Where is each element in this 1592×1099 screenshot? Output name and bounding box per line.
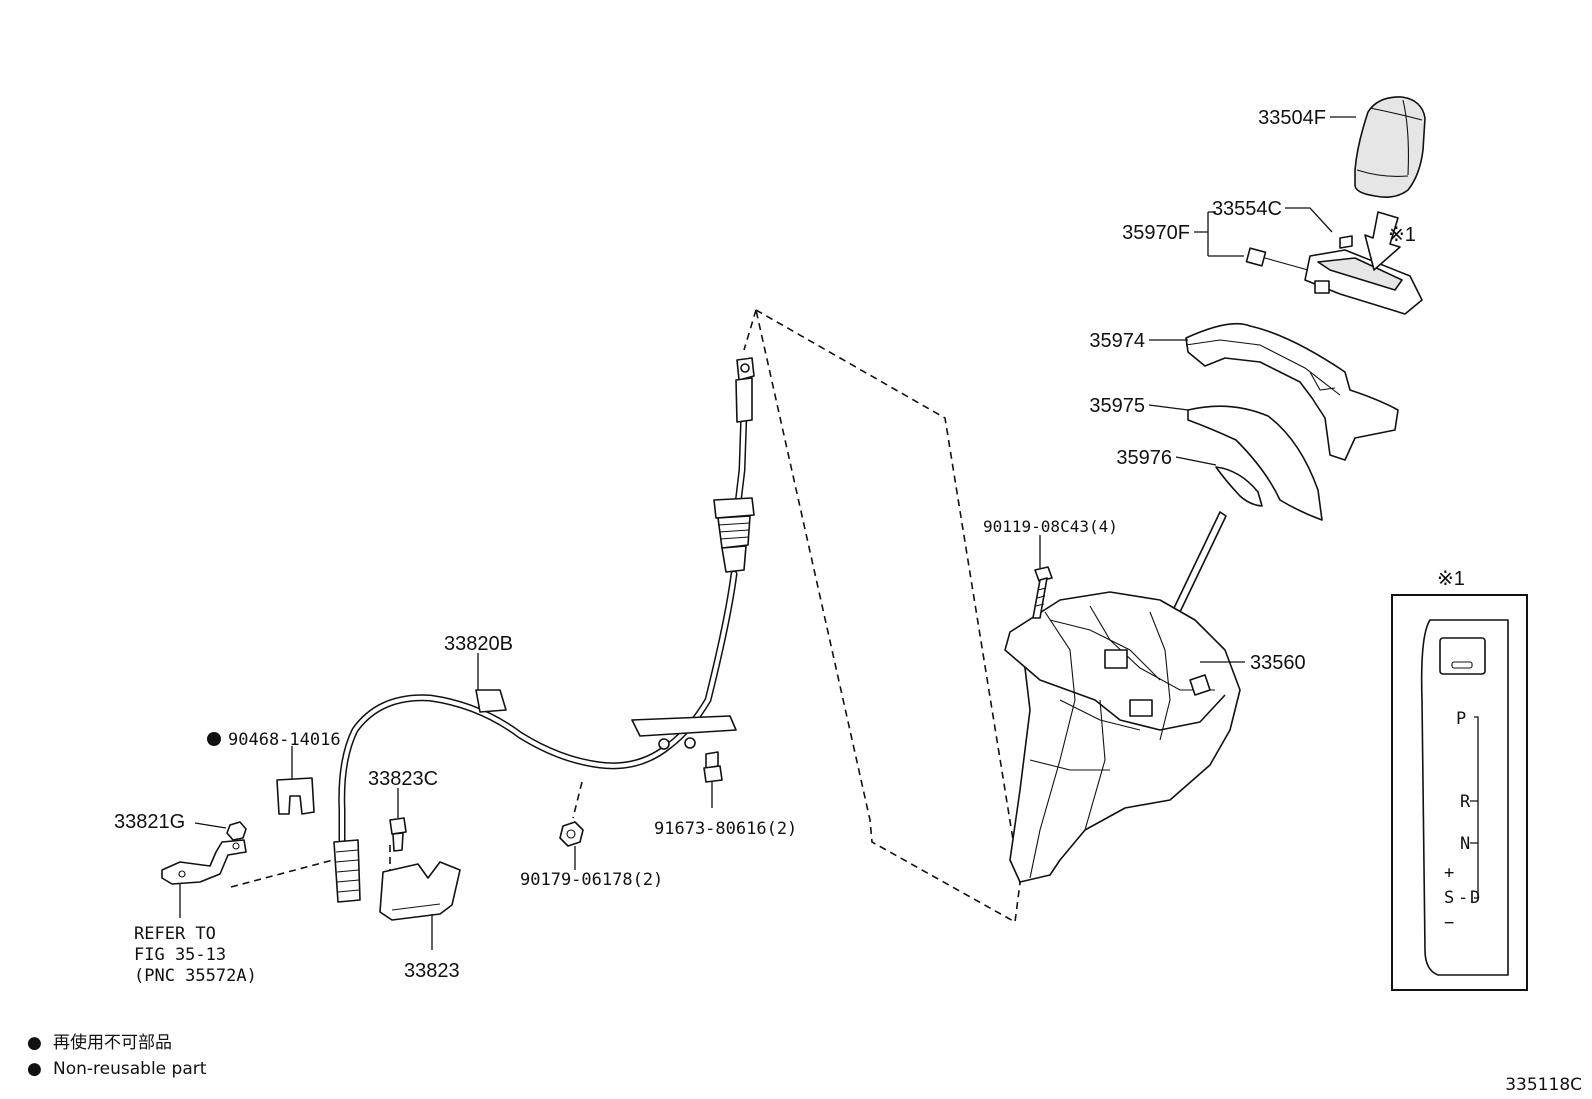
leader-35976 <box>1175 456 1217 466</box>
label-91673: 91673-80616(2) <box>654 819 797 839</box>
refer-line-3: (PNC 35572A) <box>134 966 257 986</box>
shift-pos-d: D <box>1470 888 1480 908</box>
cable-to-lever-dashed-line <box>743 308 1021 924</box>
selector-cable-33820b <box>333 357 755 903</box>
shift-lever-assy-33560 <box>1004 511 1241 883</box>
clip-90468 <box>276 777 315 815</box>
label-33821g: 33821G <box>114 811 185 833</box>
label-33823: 33823 <box>404 960 460 982</box>
refer-line-1: REFER TO <box>134 924 216 944</box>
legend-japanese: 再使用不可部品 <box>53 1032 172 1053</box>
non-reusable-bullet-icon <box>207 732 221 746</box>
leader-33554c <box>1285 207 1333 233</box>
label-35970f: 35970F <box>1122 222 1190 244</box>
refer-line-2: FIG 35-13 <box>134 945 226 965</box>
lock-button <box>1439 637 1486 675</box>
shift-pos-dash: - <box>1458 888 1468 908</box>
label-33823c: 33823C <box>368 768 438 790</box>
shift-pos-n: N <box>1460 834 1470 854</box>
label-33504f: 33504F <box>1258 107 1326 129</box>
bolt-33823c <box>389 817 407 852</box>
label-90119: 90119-08C43(4) <box>983 517 1118 536</box>
arrow-note-indicator <box>1364 211 1401 271</box>
bracket-dashed-line <box>230 859 334 888</box>
cover-35975 <box>1187 405 1323 521</box>
detail-view-mark: ※1 <box>1437 568 1465 590</box>
label-33820b: 33820B <box>444 633 513 655</box>
shift-pos-s: S <box>1444 888 1454 908</box>
legend-english: Non-reusable part <box>53 1059 207 1079</box>
bracket <box>161 839 247 885</box>
shift-pos-r: R <box>1460 792 1471 812</box>
cover-35976 <box>1215 466 1263 507</box>
leader-33821g <box>194 822 227 829</box>
legend-bullet-1: ● <box>27 1033 42 1053</box>
nut-90179 <box>559 821 584 847</box>
leader-35975 <box>1148 404 1189 411</box>
label-90468: 90468-14016 <box>228 730 341 750</box>
figure-id: 335118C <box>1505 1075 1582 1095</box>
bolt-90119 <box>1032 566 1053 619</box>
nut-33821g <box>226 821 247 841</box>
legend-bullet-2: ● <box>27 1059 42 1079</box>
label-33560: 33560 <box>1250 652 1306 674</box>
note-mark: ※1 <box>1388 224 1416 246</box>
label-35974: 35974 <box>1089 330 1145 352</box>
retainer-33823 <box>379 861 461 921</box>
bolt-91673 <box>703 751 723 783</box>
label-90179: 90179-06178(2) <box>520 870 663 890</box>
cover-35974 <box>1185 322 1399 461</box>
detail-view-shift-pattern: ※1 P R N + S - D − <box>1391 568 1528 991</box>
label-33554c: 33554C <box>1212 198 1282 220</box>
shift-pos-minus: − <box>1444 913 1454 933</box>
nut-dashed-line <box>572 781 583 819</box>
label-35976: 35976 <box>1116 447 1172 469</box>
shift-pos-plus: + <box>1444 863 1454 883</box>
leader-35970f-bracket <box>1194 211 1244 257</box>
shift-knob-33504f <box>1354 96 1426 198</box>
label-35975: 35975 <box>1089 395 1145 417</box>
shift-pos-p: P <box>1456 709 1466 729</box>
indicator-housing-35970f <box>1245 235 1423 315</box>
